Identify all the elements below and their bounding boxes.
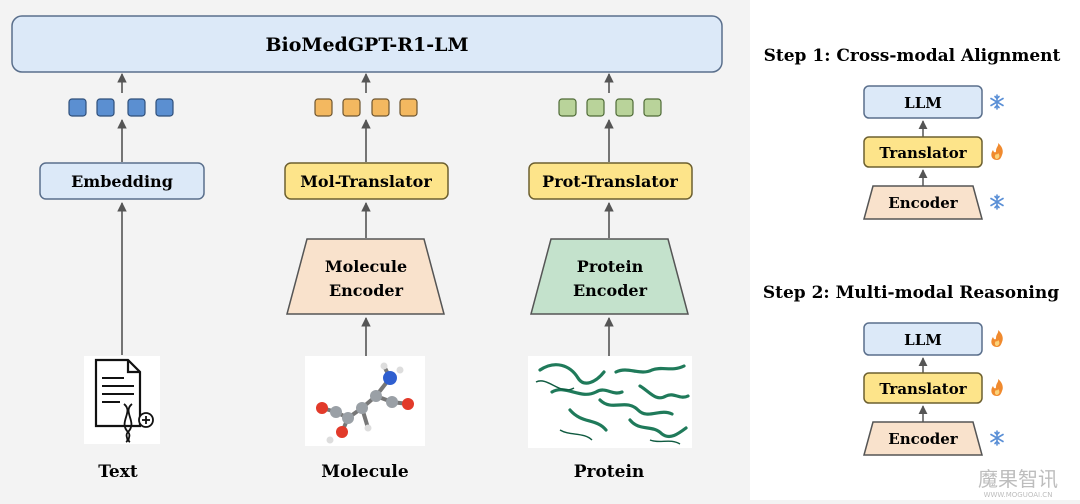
document-dna-icon <box>84 356 160 444</box>
step1-encoder-box <box>863 185 983 220</box>
molecule-encoder-line2: Encoder <box>329 281 404 300</box>
embedding-label: Embedding <box>71 172 173 191</box>
step2-llm-box <box>863 322 983 356</box>
embedding-box <box>39 162 205 200</box>
molecule-3d-icon <box>305 356 425 446</box>
protein-encoder <box>530 238 689 315</box>
protein-structure-icon <box>528 356 692 448</box>
step1-title: Step 1: Cross-modal Alignment <box>764 46 1061 66</box>
step1-llm-label: LLM <box>904 94 942 112</box>
molecule-encoder <box>286 238 445 315</box>
right-panel <box>750 0 1080 500</box>
watermark-url: WWW.MOGUOAI.CN <box>984 491 1053 499</box>
protein-encoder-line2: Encoder <box>573 281 648 300</box>
step2-llm-label: LLM <box>904 331 942 349</box>
llm-label: BioMedGPT-R1-LM <box>265 34 468 56</box>
mol-translator-box <box>284 162 449 200</box>
protein-input-label: Protein <box>574 462 645 482</box>
molecule-tokens <box>314 98 418 117</box>
prot-translator-label: Prot-Translator <box>542 172 678 191</box>
text-input-label: Text <box>98 462 138 482</box>
step1-llm-box <box>863 85 983 119</box>
molecule-input-label: Molecule <box>321 462 409 482</box>
text-tokens <box>68 98 174 117</box>
step2-translator-label: Translator <box>879 380 967 398</box>
watermark: 魔果智讯 WWW.MOGUOAI.CN <box>978 467 1058 499</box>
protein-encoder-line1: Protein <box>577 257 644 276</box>
prot-translator-box <box>528 162 693 200</box>
step2-encoder-box <box>863 421 983 456</box>
llm-bar <box>11 15 723 73</box>
molecule-encoder-line1: Molecule <box>325 257 407 276</box>
step2-translator-box <box>863 372 983 404</box>
mol-translator-label: Mol-Translator <box>300 172 432 191</box>
watermark-cn: 魔果智讯 <box>978 467 1058 491</box>
step1-translator-label: Translator <box>879 144 967 162</box>
step2-title: Step 2: Multi-modal Reasoning <box>763 283 1059 303</box>
step1-translator-box <box>863 136 983 168</box>
step1-encoder-label: Encoder <box>888 194 959 212</box>
protein-tokens <box>558 98 662 117</box>
step2-encoder-label: Encoder <box>888 430 959 448</box>
